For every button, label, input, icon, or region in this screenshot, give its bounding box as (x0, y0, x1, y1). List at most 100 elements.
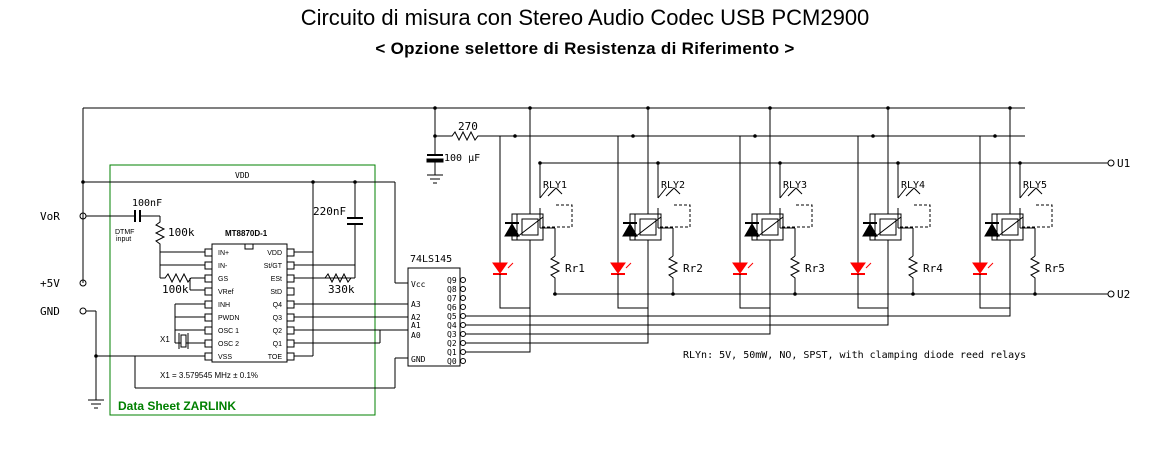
reference-resistor (667, 255, 679, 294)
ls145-output: Q7 (447, 294, 466, 303)
node-led (631, 134, 635, 138)
mt8870-left-pin: OSC 1 (204, 326, 239, 335)
ls145-output: Q4 (447, 321, 466, 330)
svg-text:IN+: IN+ (218, 250, 229, 257)
r-led-resistor (435, 130, 498, 142)
c-in-label: 100nF (132, 198, 162, 209)
node-u1 (1018, 161, 1022, 165)
ls145-a2: A2 (411, 313, 421, 322)
u1-terminal[interactable] (1107, 159, 1115, 167)
status-led (850, 262, 866, 274)
node-coil (528, 106, 532, 110)
node-led (993, 134, 997, 138)
svg-text:Q2: Q2 (273, 328, 282, 335)
clamp-diode (622, 223, 638, 237)
mt8870-name: MT8870D-1 (225, 229, 268, 238)
svg-text:OSC 1: OSC 1 (218, 328, 239, 335)
mt8870-left-pin: IN- (204, 261, 228, 270)
svg-text:Q1: Q1 (273, 341, 282, 348)
svg-text:INH: INH (218, 302, 230, 309)
led-return (857, 240, 889, 309)
led-feed (979, 135, 995, 263)
datasheet-label: Data Sheet ZARLINK (118, 399, 236, 413)
node-coil (646, 106, 650, 110)
relay-label: RLY4 (901, 180, 925, 191)
svg-text:Q1: Q1 (447, 348, 457, 357)
node-u2 (1033, 292, 1037, 296)
led-return (617, 240, 649, 309)
svg-text:OSC 2: OSC 2 (218, 341, 239, 348)
node-r-led (433, 134, 437, 138)
mt8870-right-pin: StD (270, 287, 295, 296)
svg-text:Q4: Q4 (447, 321, 457, 330)
relay-coil-slash (996, 216, 1024, 238)
led-ray (625, 262, 632, 269)
led-ray (507, 262, 514, 269)
ls145-outputs: Q9 Q8 Q7 Q6 Q5 Q4 Q3 Q2 Q1 Q0 (447, 276, 466, 366)
vor-label: VoR (40, 210, 60, 223)
ls145-chip (407, 267, 461, 367)
node-led (753, 134, 757, 138)
status-led (972, 262, 988, 274)
u2-label: U2 (1117, 288, 1130, 301)
mt8870-right-pin: Q2 (273, 326, 295, 335)
dtmf-label: DTMF (115, 229, 134, 236)
node-led (513, 134, 517, 138)
relay-label: RLY2 (661, 180, 685, 191)
gnd-terminal[interactable] (79, 307, 87, 315)
clamp-diode (744, 223, 760, 237)
svg-text:Q5: Q5 (447, 312, 457, 321)
relay-coil-slash (874, 216, 902, 238)
ls145-a1: A1 (411, 321, 421, 330)
node-u2 (911, 292, 915, 296)
relay-label: RLY5 (1023, 180, 1047, 191)
r-fb-label: 100k (162, 283, 189, 296)
node-coil (886, 106, 890, 110)
mt8870-right-pin: Q3 (273, 313, 295, 322)
switch-lever (547, 187, 563, 197)
reference-resistor (549, 255, 561, 294)
ls145-output: Q0 (447, 357, 466, 366)
relay-coil-slash (516, 216, 544, 238)
mt8870-left-pins: IN+ IN- GS VRef INH PWDN OSC 1 OSC 2 VSS (204, 248, 239, 361)
svg-text:ESt: ESt (271, 276, 282, 283)
switch-lever (665, 187, 681, 197)
reference-resistor (907, 255, 919, 294)
svg-text:IN-: IN- (218, 263, 228, 270)
relay-label: RLY3 (783, 180, 807, 191)
led-return (979, 240, 1011, 309)
ls145-gnd: GND (411, 355, 426, 364)
svg-text:Q0: Q0 (447, 357, 457, 366)
switch-lever (1027, 187, 1043, 197)
mt8870-left-pin: PWDN (204, 313, 239, 322)
u2-terminal[interactable] (1107, 290, 1115, 298)
svg-text:GS: GS (218, 276, 228, 283)
r-led-label: 270 (458, 120, 478, 133)
node-coil (1008, 106, 1012, 110)
r-in-label: 100k (168, 226, 195, 239)
r-gs-resistor (324, 272, 355, 284)
dtmf-input-label: input (116, 236, 131, 243)
node-u2 (671, 292, 675, 296)
q0-relay1-wire (466, 240, 531, 353)
plus5v-terminal[interactable] (79, 279, 87, 287)
node-u1 (538, 161, 542, 165)
ls145-output: Q5 (447, 312, 466, 321)
svg-text:TOE: TOE (268, 354, 283, 361)
schematic-subtitle: < Opzione selettore di Resistenza di Rif… (375, 39, 795, 58)
switch-actuator (900, 204, 931, 228)
r-in-resistor (154, 216, 166, 252)
mt8870-left-pin: INH (204, 300, 230, 309)
svg-text:Q7: Q7 (447, 294, 457, 303)
node-u2 (793, 292, 797, 296)
led-ray (865, 262, 872, 269)
mt8870-right-pin: VDD (267, 248, 295, 257)
reference-resistor (1029, 255, 1041, 294)
led-ray (987, 262, 994, 269)
mt8870-left-pin: VRef (204, 287, 234, 296)
node-cap (433, 106, 437, 110)
svg-text:VDD: VDD (267, 250, 282, 257)
